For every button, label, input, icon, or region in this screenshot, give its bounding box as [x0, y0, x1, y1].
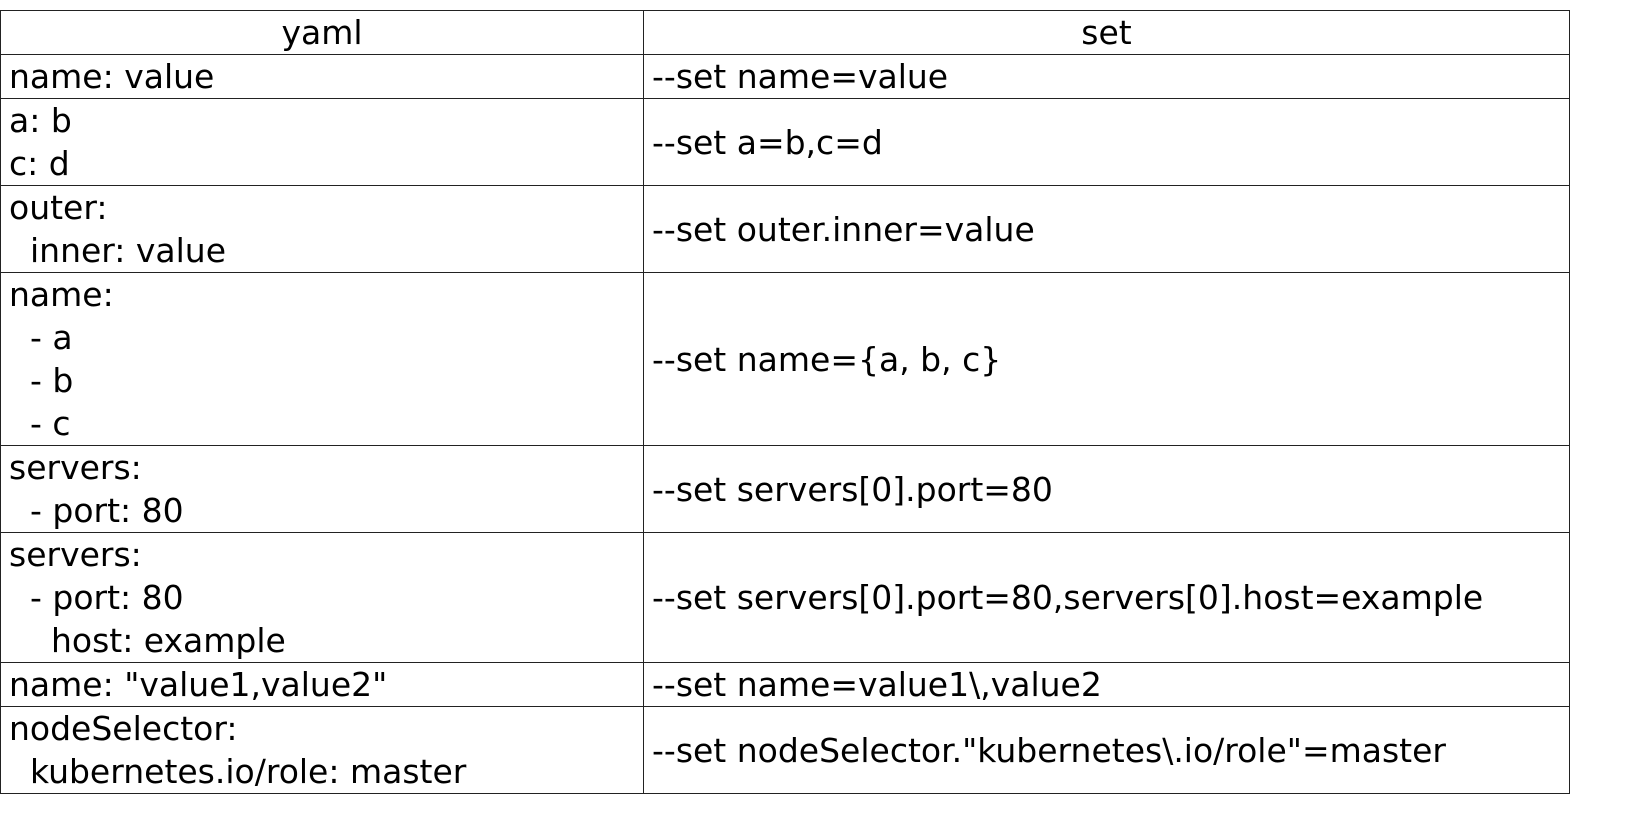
table-row: a: b c: d --set a=b,c=d: [0, 98, 1570, 186]
yaml-cell: nodeSelector: kubernetes.io/role: master: [0, 706, 644, 794]
table-row: name: "value1,value2" --set name=value1\…: [0, 662, 1570, 707]
table-row: outer: inner: value --set outer.inner=va…: [0, 185, 1570, 273]
table-row: nodeSelector: kubernetes.io/role: master…: [0, 706, 1570, 794]
set-column-header: set: [643, 10, 1570, 55]
set-cell: --set name=value: [643, 54, 1570, 99]
table-row: servers: - port: 80 --set servers[0].por…: [0, 445, 1570, 533]
table-row: name: - a - b - c --set name={a, b, c}: [0, 272, 1570, 446]
yaml-column-header: yaml: [0, 10, 644, 55]
set-cell: --set nodeSelector."kubernetes\.io/role"…: [643, 706, 1570, 794]
yaml-cell: name: "value1,value2": [0, 662, 644, 707]
set-cell: --set servers[0].port=80: [643, 445, 1570, 533]
yaml-cell: servers: - port: 80: [0, 445, 644, 533]
set-cell: --set outer.inner=value: [643, 185, 1570, 273]
set-cell: --set name={a, b, c}: [643, 272, 1570, 446]
table-row: servers: - port: 80 host: example --set …: [0, 532, 1570, 663]
yaml-cell: servers: - port: 80 host: example: [0, 532, 644, 663]
yaml-cell: name: - a - b - c: [0, 272, 644, 446]
yaml-cell: a: b c: d: [0, 98, 644, 186]
set-cell: --set a=b,c=d: [643, 98, 1570, 186]
yaml-cell: outer: inner: value: [0, 185, 644, 273]
set-cell: --set servers[0].port=80,servers[0].host…: [643, 532, 1570, 663]
table-row: name: value --set name=value: [0, 54, 1570, 99]
set-cell: --set name=value1\,value2: [643, 662, 1570, 707]
yaml-set-mapping-table: yaml set name: value --set name=value a:…: [0, 10, 1570, 794]
header-row: yaml set: [0, 10, 1570, 55]
yaml-cell: name: value: [0, 54, 644, 99]
